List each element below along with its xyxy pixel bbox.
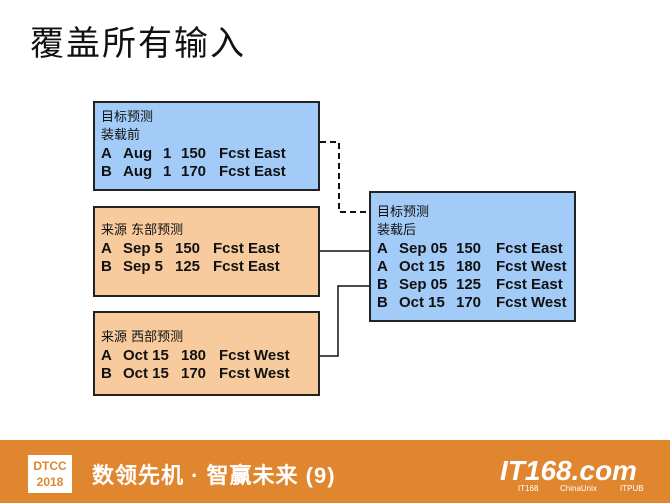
cell: Fcst East [213, 240, 280, 257]
cell: Oct 15 [123, 347, 169, 364]
table-row: A Oct 15 180 Fcst West [377, 258, 574, 276]
cell: Sep 5 [123, 240, 164, 257]
cell: Oct 15 [399, 294, 445, 311]
table-row: B Sep 5 125 Fcst East [101, 258, 318, 276]
cell: 170 [181, 163, 207, 180]
cell: 1 [163, 145, 172, 162]
cell: 1 [163, 163, 172, 180]
cell: Aug [123, 163, 153, 180]
box-heading: 来源 东部预测 [101, 223, 184, 238]
box-subheading: 装载前 [101, 128, 141, 143]
cell: Oct 15 [399, 258, 445, 275]
cell: 150 [181, 145, 207, 162]
cell: B [377, 294, 388, 311]
cell: B [377, 276, 388, 293]
cell: 125 [175, 258, 201, 275]
dtcc-text: DTCC [33, 459, 67, 473]
box-heading: 目标预测 [101, 110, 154, 125]
cell: Sep 05 [399, 276, 448, 293]
dashed-connector [320, 141, 369, 213]
cell: Oct 15 [123, 365, 169, 382]
slide-title: 覆盖所有输入 [30, 24, 246, 64]
cell: 180 [181, 347, 207, 364]
table-row: B Oct 15 170 Fcst West [101, 365, 318, 383]
it168-logo: IT168.com [500, 455, 637, 486]
cell: 150 [175, 240, 201, 257]
cell: 170 [181, 365, 207, 382]
sub-logo-chinaunix: ChinaUnix [560, 484, 597, 493]
cell: Fcst West [219, 347, 290, 364]
cell: A [377, 258, 388, 275]
west-connector [320, 285, 369, 357]
sub-logo-itpub: ITPUB [620, 484, 644, 493]
cell: Fcst East [219, 145, 286, 162]
footer-banner [0, 440, 670, 503]
cell: 170 [456, 294, 482, 311]
cell: 150 [456, 240, 482, 257]
cell: 125 [456, 276, 482, 293]
cell: Fcst East [496, 240, 563, 257]
cell: Fcst West [496, 258, 567, 275]
cell: Fcst West [219, 365, 290, 382]
cell: A [377, 240, 388, 257]
cell: Sep 5 [123, 258, 164, 275]
table-row: A Sep 05 150 Fcst East [377, 240, 574, 258]
table-row: B Aug 1 170 Fcst East [101, 163, 318, 181]
table-row: A Sep 5 150 Fcst East [101, 240, 318, 258]
cell: 180 [456, 258, 482, 275]
cell: B [101, 163, 112, 180]
cell: Sep 05 [399, 240, 448, 257]
table-row: B Oct 15 170 Fcst West [377, 294, 574, 312]
cell: A [101, 347, 112, 364]
sub-logo-it168: IT168 [518, 484, 539, 493]
cell: Fcst East [496, 276, 563, 293]
box-heading: 目标预测 [377, 205, 430, 220]
box-subheading: 装载后 [377, 223, 417, 238]
cell: Fcst East [219, 163, 286, 180]
cell: Fcst East [213, 258, 280, 275]
cell: A [101, 240, 112, 257]
cell: Fcst West [496, 294, 567, 311]
cell: B [101, 258, 112, 275]
slogan: 数领先机 · 智赢未来 (9) [92, 463, 336, 488]
cell: Aug [123, 145, 153, 162]
table-row: A Oct 15 180 Fcst West [101, 347, 318, 365]
cell: A [101, 145, 112, 162]
dtcc-year: 2018 [36, 475, 64, 489]
table-row: B Sep 05 125 Fcst East [377, 276, 574, 294]
table-row: A Aug 1 150 Fcst East [101, 145, 318, 163]
dtcc-logo: DTCC 2018 [28, 455, 72, 493]
box-heading: 来源 西部预测 [101, 330, 184, 345]
cell: B [101, 365, 112, 382]
